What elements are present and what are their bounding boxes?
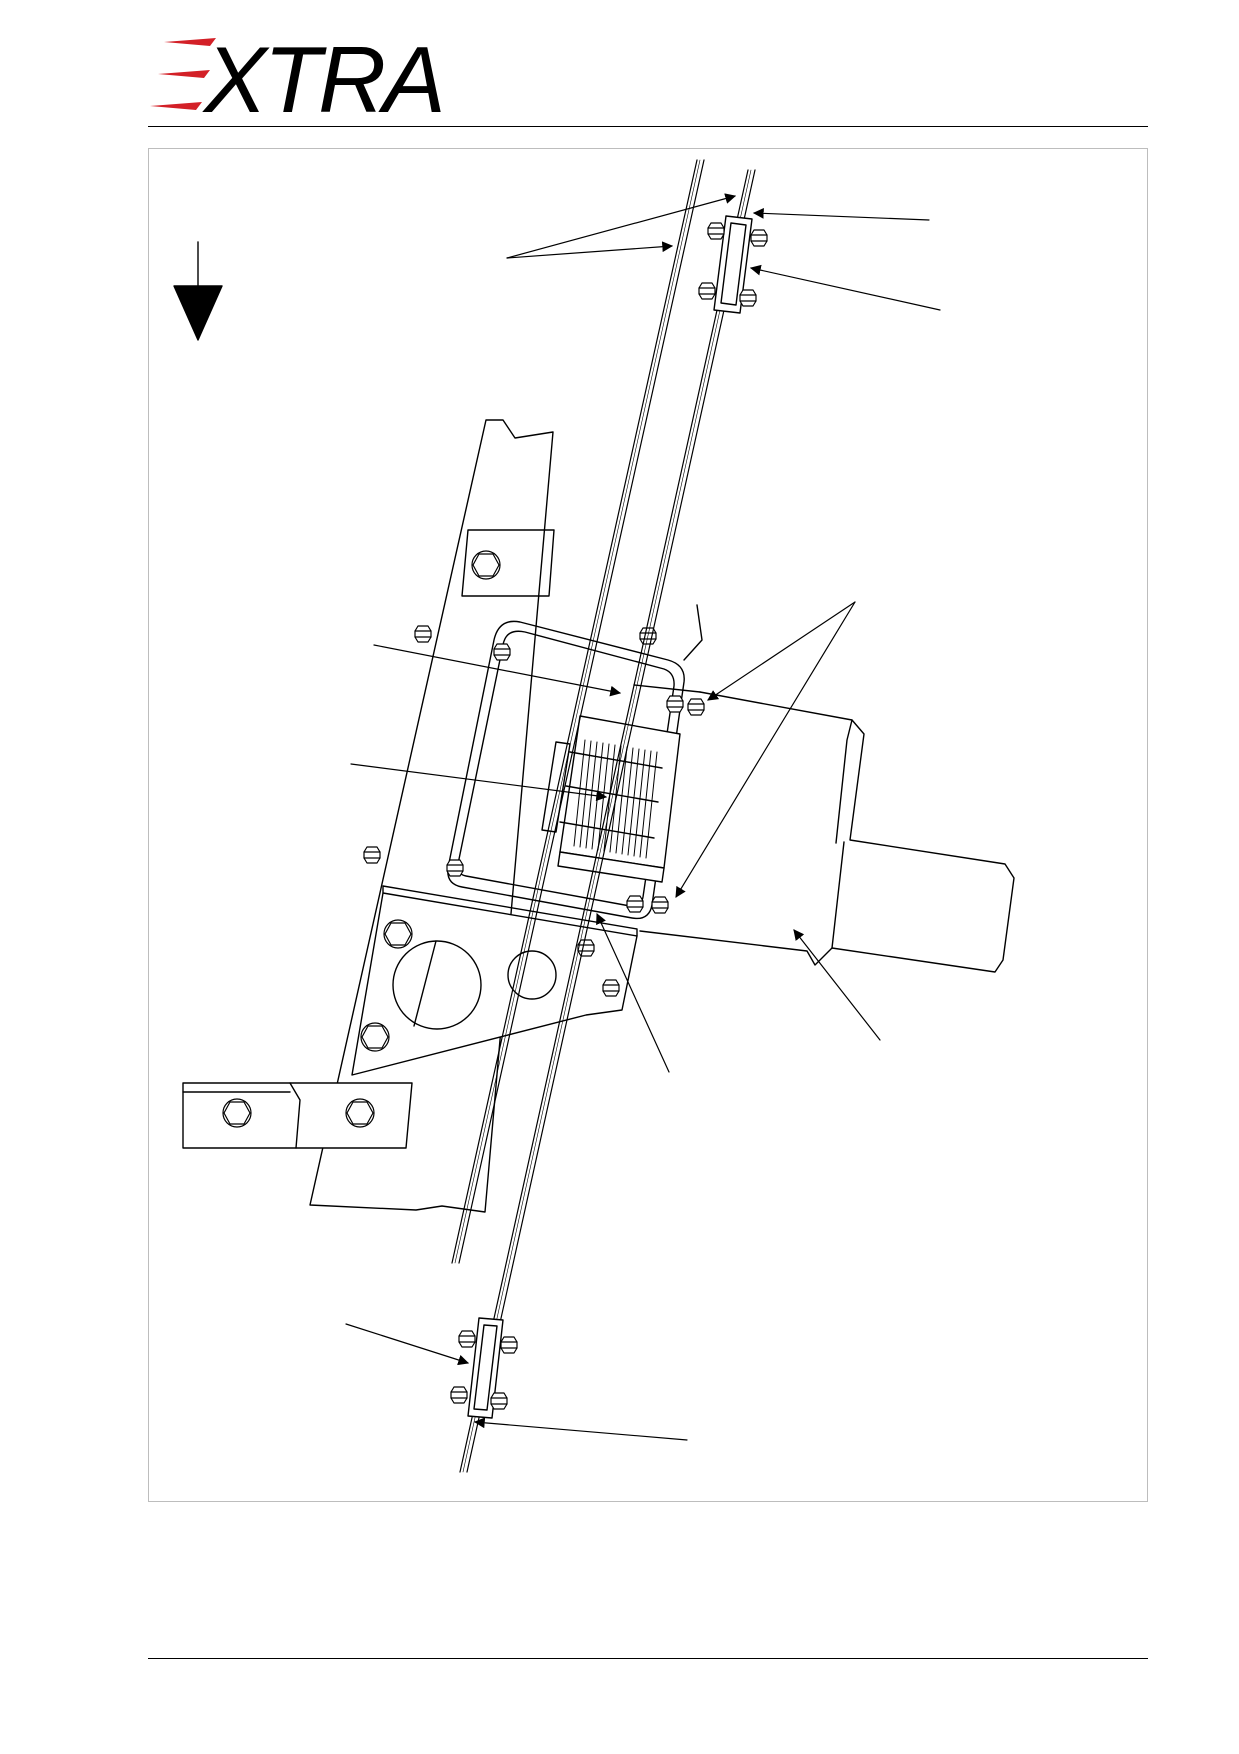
logo-stripes [150,38,216,110]
bottom-plate [351,885,638,1076]
wire-ropes [451,159,756,1473]
rope-clamp-bottom [450,1317,518,1419]
arrow-down-icon [173,241,223,341]
header-rule [148,126,1148,127]
callout-leaders [345,193,941,1441]
logo-text: XTRA [202,36,443,116]
gear-frame [363,604,705,997]
figure-frame [148,148,1148,1502]
rope-clamp-top [698,215,768,314]
housing-body [633,684,1015,973]
extra-logo: XTRA [150,36,446,116]
roller-mechanism [541,715,681,883]
lower-arm [182,1082,413,1149]
footer-rule [148,1658,1148,1659]
technical-drawing [173,159,1015,1473]
